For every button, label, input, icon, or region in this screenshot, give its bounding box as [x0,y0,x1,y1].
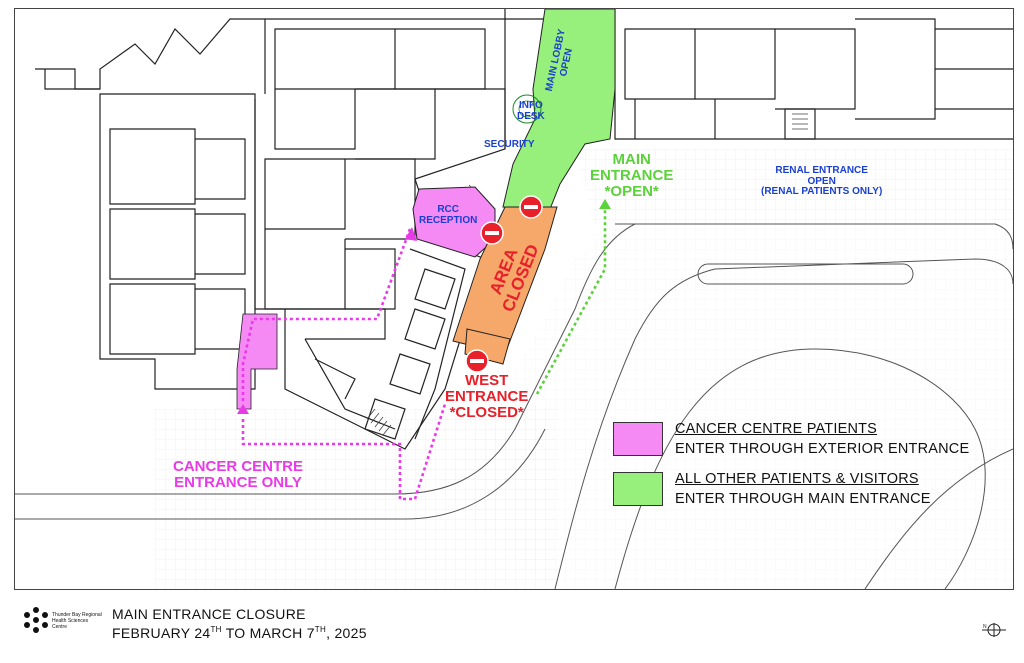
no-entry-signs [465,195,543,373]
building-walls [35,9,1013,450]
legend-others-line2: ENTER THROUGH MAIN ENTRANCE [675,491,931,507]
west-entrance-label: WEST ENTRANCE *CLOSED* [445,372,529,421]
legend-cancer-line2: ENTER THROUGH EXTERIOR ENTRANCE [675,441,970,457]
plaza-paving [155,149,1013,589]
legend-swatch-others [613,472,663,506]
arrow-up-magenta-icon [237,404,249,414]
legend-cancer-line1: CANCER CENTRE PATIENTS [675,421,878,437]
renal-entrance-label: RENAL ENTRANCE OPEN (RENAL PATIENTS ONLY… [761,165,883,197]
info-desk-label: INFO DESK [517,100,545,122]
main-entrance-label: MAIN ENTRANCE *OPEN* [590,151,674,200]
security-label: SECURITY [484,139,535,150]
closure-dates: FEBRUARY 24TH TO MARCH 7TH, 2025 [112,625,367,641]
info-desk-marker [512,94,542,124]
legend-others-line1: ALL OTHER PATIENTS & VISITORS [675,471,919,487]
route-arrows [237,199,611,414]
no-entry-sign-icon [519,195,543,219]
main-open-area [502,9,616,210]
roads [15,223,1013,589]
main-entrance-route [535,209,607,395]
hospital-logo: Thunder Bay Regional Health Sciences Cen… [20,600,102,640]
logo-star-icon [24,607,48,633]
no-entry-sign-icon [480,221,504,245]
site-map: MAIN LOBBY OPEN INFO DESK SECURITY MAIN … [14,8,1014,590]
arrow-up-green-icon [599,199,611,209]
no-entry-sign-icon [465,349,489,373]
logo-text: Thunder Bay Regional Health Sciences Cen… [52,612,102,630]
svg-text:N: N [983,624,987,630]
floor-plan [15,9,1013,589]
north-arrow-icon: N [982,623,1006,637]
cancer-centre-exterior-route [241,403,447,501]
footer: Thunder Bay Regional Health Sciences Cen… [0,592,1024,663]
cancer-centre-area [236,186,496,410]
legend-swatch-cancer [613,422,663,456]
route-lines [241,209,607,501]
rcc-reception-label: RCC RECEPTION [419,204,478,226]
arrow-up-magenta-2-icon [405,227,417,241]
cancer-centre-entrance-label: CANCER CENTRE ENTRANCE ONLY [173,458,304,491]
closure-title: MAIN ENTRANCE CLOSURE [112,606,306,622]
